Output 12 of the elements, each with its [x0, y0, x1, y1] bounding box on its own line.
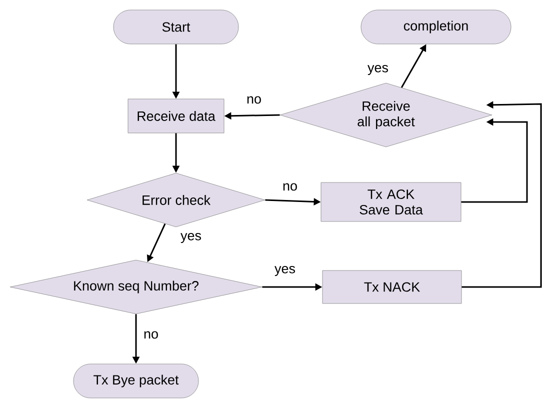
end-terminal: Tx Bye packet: [73, 364, 199, 398]
edge-label: no: [144, 331, 158, 339]
end-terminal: completion: [360, 10, 512, 44]
edge-label: yes: [368, 64, 388, 76]
process-box: Receive data: [128, 98, 224, 134]
edge-label: no: [283, 183, 297, 191]
edge-label: no: [247, 96, 261, 104]
edge-label: yes: [180, 232, 201, 244]
start-terminal: Start: [113, 10, 239, 44]
process-box: Tx ACK Save Data: [320, 182, 462, 222]
edge-label: yes: [274, 266, 295, 276]
process-box: Tx NACK: [322, 270, 462, 304]
